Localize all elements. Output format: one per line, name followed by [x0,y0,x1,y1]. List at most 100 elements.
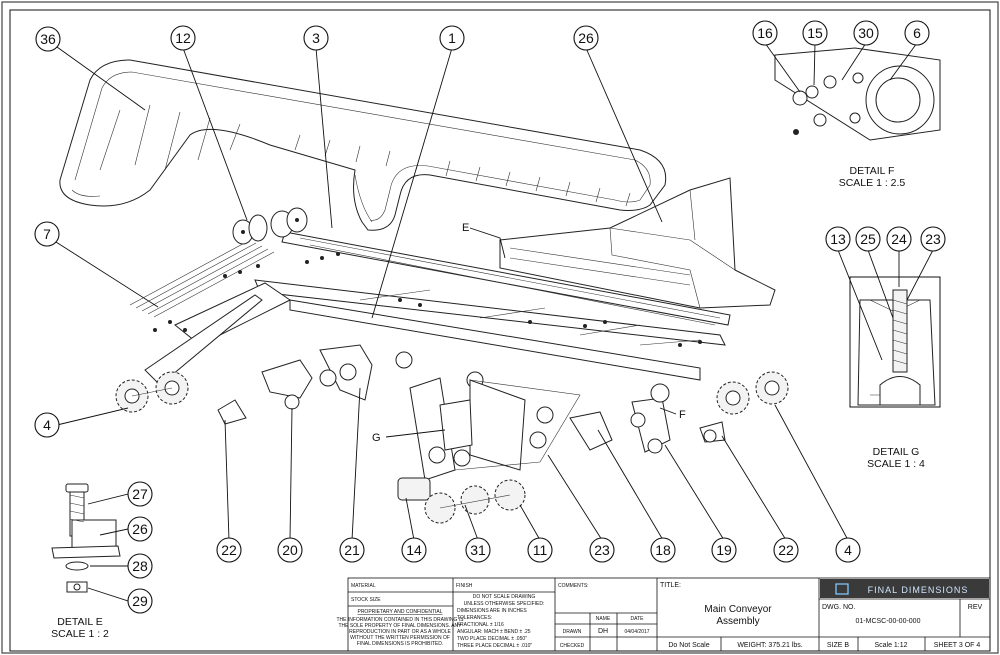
tb-company-name: FINAL DIMENSIONS [868,585,969,595]
balloon-13: 13 [825,226,851,252]
balloon-23-detail: 23 [920,226,946,252]
svg-text:16: 16 [757,25,773,41]
balloon-20: 20 [277,537,303,563]
pulleys [232,207,308,245]
balloon-4-left: 4 [34,412,60,438]
tb-tolerance-7: TWO PLACE DECIMAL ± .050" [457,636,527,642]
tb-tolerance-6: ANGULAR: MACH ± BEND ± .25 [457,629,531,635]
svg-text:26: 26 [578,30,594,46]
svg-text:15: 15 [807,25,823,41]
balloon-26-main: 26 [573,25,599,51]
tb-tolerance-2: UNLESS OTHERWISE SPECIFIED: [464,601,545,607]
tb-tolerance-5: FRACTIONAL ± 1/16 [457,622,504,628]
title-block [347,577,991,652]
balloon-24: 24 [886,226,912,252]
svg-text:6: 6 [913,25,921,41]
tb-title-header: TITLE: [660,582,681,589]
detail-f-view [774,47,941,141]
tb-finish: FINISH [456,583,473,589]
tb-size: SIZE B [827,642,850,649]
svg-text:31: 31 [470,542,486,558]
logo-mark-icon [835,583,849,595]
tb-material: MATERIAL [351,583,376,589]
svg-text:22: 22 [221,542,237,558]
balloon-31: 31 [465,537,491,563]
view-label-e: E [462,222,469,234]
detail-g-view [849,276,941,408]
sprockets-right [716,371,789,415]
tb-tolerance-1: DO NOT SCALE DRAWING [473,594,536,600]
tb-title-line-2: Assembly [716,616,759,627]
balloon-7: 7 [34,221,60,247]
detail-g-scale: SCALE 1 : 4 [867,458,925,470]
svg-text:3: 3 [312,30,320,46]
svg-text:1: 1 [448,30,456,46]
balloon-28: 28 [127,553,153,579]
balloons: 36 12 3 1 26 16 15 30 6 7 13 25 24 23 4 … [34,20,946,614]
balloon-19: 19 [711,537,737,563]
svg-text:27: 27 [132,486,148,502]
detail-f-title: DETAIL F [850,165,895,177]
tb-title-line-1: Main Conveyor [704,604,772,615]
tb-dwg-no: 01-MCSC-00-00-000 [856,618,921,625]
balloon-26-detail: 26 [127,516,153,542]
svg-text:14: 14 [406,542,422,558]
balloon-16: 16 [752,20,778,46]
tb-stock-size: STOCK SIZE [351,597,381,603]
svg-text:13: 13 [830,231,846,247]
view-label-f: F [679,409,686,421]
tb-name-header: NAME [596,616,611,622]
svg-text:26: 26 [132,521,148,537]
drive-housing [499,177,776,309]
svg-text:20: 20 [282,542,298,558]
tb-tolerance-8: THREE PLACE DECIMAL ± .010" [457,643,532,649]
slide-rails [129,239,275,318]
svg-text:18: 18 [655,542,671,558]
svg-text:23: 23 [594,542,610,558]
tb-drawn-name: DH [598,628,608,635]
svg-text:19: 19 [716,542,732,558]
tb-proprietary-3: REPRODUCTION IN PART OR AS A WHOLE [349,629,451,635]
detail-e-scale: SCALE 1 : 2 [51,628,109,640]
tb-drawn-label: DRAWN [563,629,582,635]
svg-text:22: 22 [778,542,794,558]
detail-e-title: DETAIL E [57,616,103,628]
tb-dwg-no-label: DWG. NO. [822,604,855,611]
leader-lines [55,42,934,602]
svg-text:12: 12 [175,30,191,46]
center-drive-frame [409,377,581,481]
main-frame [144,231,731,386]
balloon-12: 12 [170,25,196,51]
tb-checked-label: CHECKED [560,643,585,649]
belt-assembly [59,59,667,231]
balloon-4-right: 4 [835,537,861,563]
tb-comments: COMMENTS: [558,583,589,589]
balloon-22-left: 22 [216,537,242,563]
balloon-1: 1 [439,25,465,51]
fasteners [153,252,702,347]
svg-text:4: 4 [844,542,852,558]
svg-text:29: 29 [132,593,148,609]
balloon-23: 23 [589,537,615,563]
svg-text:7: 7 [43,226,51,242]
balloon-3: 3 [303,25,329,51]
tb-date-header: DATE [631,616,645,622]
balloon-36: 36 [35,26,61,52]
balloon-27: 27 [127,481,153,507]
detail-e-view [51,483,121,593]
balloon-22-right: 22 [773,537,799,563]
tb-scale: Scale 1:12 [874,642,907,649]
svg-text:25: 25 [860,231,876,247]
motor-drive [397,477,526,524]
balloon-14: 14 [401,537,427,563]
tb-drawn-date: 04/04/2017 [624,629,649,635]
balloon-29: 29 [127,588,153,614]
tb-proprietary-4: WITHOUT THE WRITTEN PERMISSION OF [350,635,450,641]
tb-do-not-scale: Do Not Scale [668,642,709,649]
tb-tolerance-3: DIMENSIONS ARE IN INCHES [457,608,527,614]
svg-text:28: 28 [132,558,148,574]
svg-text:36: 36 [40,31,56,47]
balloon-11: 11 [527,537,553,563]
